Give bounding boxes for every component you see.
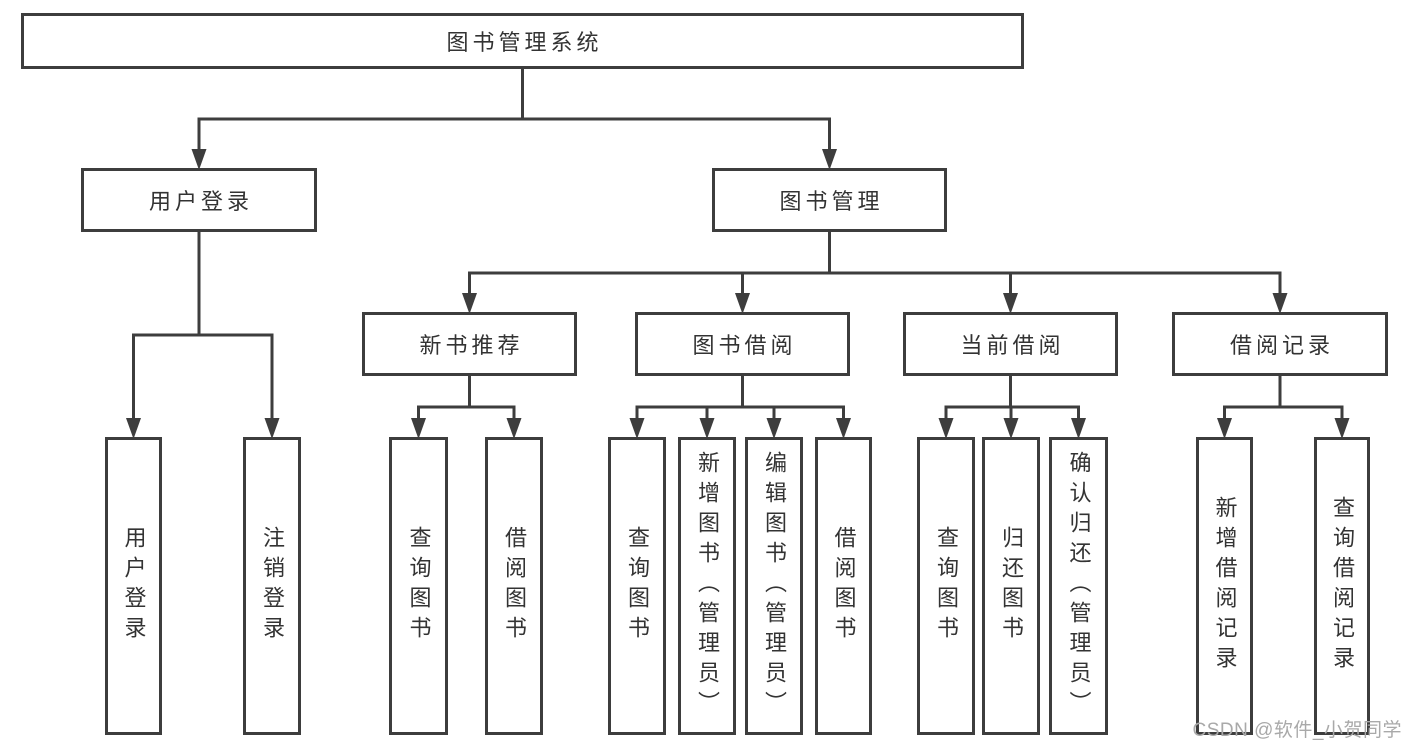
node-label: 查询图书 [934,526,959,646]
node-leaf-query-record: 查询借阅记录 [1314,437,1370,735]
arrowhead-icon [1334,418,1350,439]
node-label: 归还图书 [999,526,1024,646]
arrowhead-icon [411,418,426,439]
connector-user-login [126,232,280,439]
arrowhead-icon [699,418,715,439]
node-leaf-query-book-3: 查询图书 [917,437,975,735]
node-label: 查询借阅记录 [1330,496,1355,676]
node-leaf-add-record: 新增借阅记录 [1196,437,1253,735]
arrowhead-icon [836,418,851,439]
node-leaf-user-login: 用户登录 [105,437,162,735]
arrowhead-icon [462,293,477,314]
arrowhead-icon [735,293,750,314]
connector-new-book-recommend [411,376,522,439]
node-user-login: 用户登录 [81,168,317,232]
node-new-book-recommend: 新书推荐 [362,312,577,376]
node-current-borrow: 当前借阅 [903,312,1118,376]
arrowhead-icon [126,418,141,439]
arrowhead-icon [506,418,522,439]
node-leaf-borrow-book-1: 借阅图书 [485,437,543,735]
node-label: 当前借阅 [960,333,1065,358]
node-label: 新书推荐 [419,333,524,358]
connector-root [191,69,837,170]
node-label: 注销登录 [260,526,285,646]
arrowhead-icon [1217,418,1232,439]
connector-book-management [462,232,1288,314]
node-leaf-confirm-return: 确认归还（管理员） [1049,437,1108,735]
connector-current-borrow [938,376,1086,439]
node-label: 借阅图书 [831,526,857,646]
node-borrow-records: 借阅记录 [1172,312,1388,376]
node-label: 图书借阅 [692,333,797,358]
node-root: 图书管理系统 [21,13,1024,69]
node-label: 借阅记录 [1229,333,1334,358]
node-label: 图书管理 [779,189,884,214]
node-leaf-logout: 注销登录 [243,437,301,735]
node-label: 借阅图书 [502,526,527,646]
arrowhead-icon [1071,418,1086,439]
node-label: 编辑图书（管理员） [762,451,787,721]
arrowhead-icon [191,149,207,170]
arrowhead-icon [1272,293,1288,314]
arrowhead-icon [766,418,782,439]
node-label: 新增借阅记录 [1212,496,1238,676]
arrowhead-icon [1003,418,1019,439]
arrowhead-icon [938,418,954,439]
node-leaf-return-book: 归还图书 [982,437,1040,735]
node-label: 确认归还（管理员） [1066,451,1092,721]
connector-book-borrow [629,376,851,439]
arrowhead-icon [822,149,837,170]
node-label: 图书管理系统 [446,30,603,55]
node-leaf-add-book: 新增图书（管理员） [678,437,736,735]
node-leaf-query-book-1: 查询图书 [389,437,448,735]
node-label: 用户登录 [148,189,253,214]
watermark-text: CSDN @软件_小贺同学 [1192,720,1402,741]
node-label: 新增图书（管理员） [695,451,720,721]
node-leaf-edit-book: 编辑图书（管理员） [745,437,803,735]
node-book-borrow: 图书借阅 [635,312,850,376]
arrowhead-icon [629,418,645,439]
node-leaf-query-book-2: 查询图书 [608,437,666,735]
node-label: 查询图书 [406,526,432,646]
node-label: 查询图书 [625,526,650,646]
arrowhead-icon [264,418,280,439]
arrowhead-icon [1003,293,1018,314]
node-leaf-borrow-book-2: 借阅图书 [815,437,872,735]
node-label: 用户登录 [121,526,147,646]
connector-borrow-records [1217,376,1350,439]
node-book-management: 图书管理 [712,168,947,232]
